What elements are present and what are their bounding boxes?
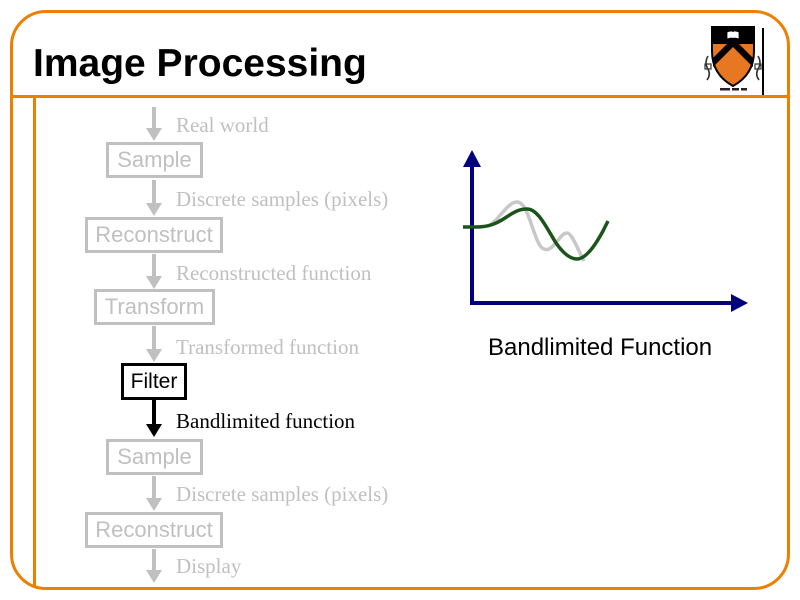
flow-box-reconstruct-1: Reconstruct xyxy=(85,217,223,253)
logo-right-ornament-detail xyxy=(754,63,762,70)
flow-label-real-world: Real world xyxy=(176,113,269,137)
flow-label-discrete-samples-1: Discrete samples (pixels) xyxy=(176,187,389,211)
logo-left-ornament-detail xyxy=(704,63,712,70)
logo-book xyxy=(726,30,740,40)
flow-label-discrete-samples-2: Discrete samples (pixels) xyxy=(176,482,389,506)
flow-arrow xyxy=(146,254,162,289)
flow-arrow xyxy=(146,549,162,583)
flow-box-reconstruct-2: Reconstruct xyxy=(85,512,223,548)
left-margin-rule xyxy=(33,95,36,587)
slide-border xyxy=(10,10,790,590)
bandlimited-signal-curve xyxy=(463,207,610,261)
figure-caption: Bandlimited Function xyxy=(488,334,713,361)
flow-label-display: Display xyxy=(176,554,242,578)
flow-box-transform: Transform xyxy=(94,289,215,325)
header-separator-line xyxy=(10,95,790,98)
flow-arrow xyxy=(146,180,162,216)
logo-motto-mark xyxy=(741,88,747,91)
flow-arrow xyxy=(146,476,162,511)
flow-label-transformed-function: Transformed function xyxy=(176,335,359,359)
bandlimited-function-figure xyxy=(463,150,748,312)
flow-arrow xyxy=(146,326,162,362)
logo-right-ornament xyxy=(755,55,761,81)
flow-box-sample-2: Sample xyxy=(106,439,203,475)
logo-shield-chevron xyxy=(713,38,753,67)
logo-divider-line xyxy=(762,28,764,95)
slide-title: Image Processing xyxy=(33,42,367,85)
logo-motto-mark xyxy=(732,88,739,91)
princeton-shield-icon xyxy=(704,26,762,91)
flow-label-reconstructed-function: Reconstructed function xyxy=(176,261,372,285)
logo-left-ornament xyxy=(705,55,711,81)
flow-arrow-active xyxy=(146,400,162,437)
original-signal-curve xyxy=(487,200,586,262)
flow-box-filter: Filter xyxy=(121,363,187,400)
flow-arrow xyxy=(146,107,162,141)
flow-label-bandlimited-function: Bandlimited function xyxy=(176,409,356,433)
logo-motto-mark xyxy=(720,88,730,91)
flow-box-sample-1: Sample xyxy=(106,142,203,178)
x-axis-arrowhead xyxy=(731,294,748,312)
y-axis-arrowhead xyxy=(463,150,481,167)
